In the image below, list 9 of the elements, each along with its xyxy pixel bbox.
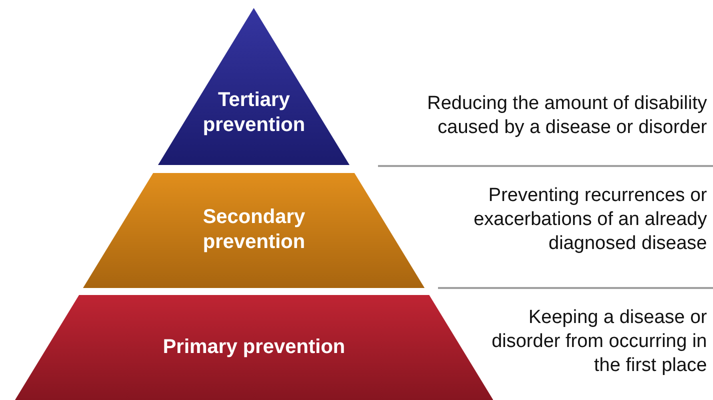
description-text: Preventing recurrences or exacerbations of an already diagnosed disease xyxy=(472,184,707,256)
pyramid-triangle xyxy=(158,8,350,165)
tier-label: Primary prevention xyxy=(162,335,346,360)
description-text: Reducing the amount of disability caused by a disease or disorder xyxy=(426,92,707,140)
pyramid-band xyxy=(14,295,494,400)
pyramid-band xyxy=(83,173,425,288)
tier-label: Tertiary prevention xyxy=(202,88,306,138)
description-text: Keeping a disease or disorder from occurring in the first place xyxy=(490,306,707,378)
tier-label: Secondary prevention xyxy=(202,205,306,255)
